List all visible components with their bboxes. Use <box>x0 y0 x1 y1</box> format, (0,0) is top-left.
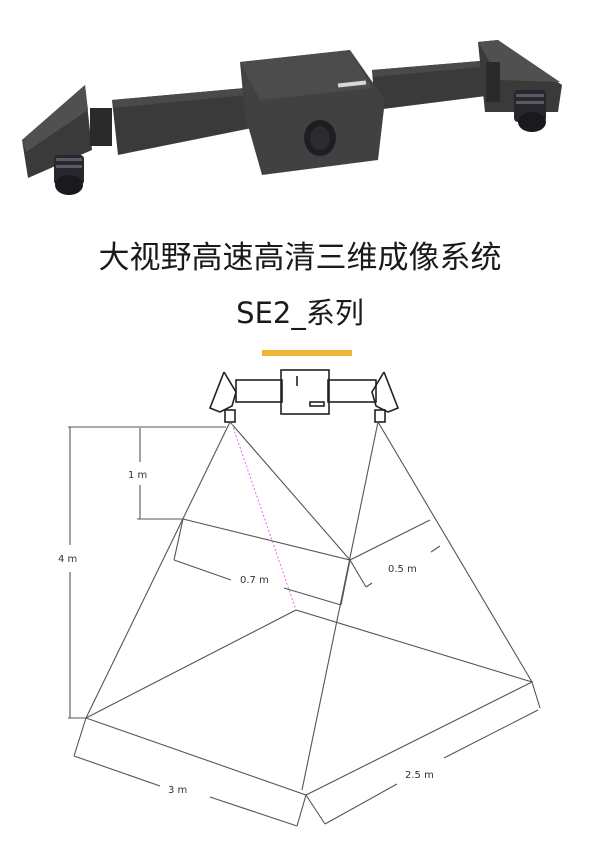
label-far-width: 3 m <box>168 785 187 796</box>
fov-diagram: 1 m 4 m 0.7 m 0.5 m 3 m 2.5 m <box>58 369 541 827</box>
page-title: 大视野高速高清三维成像系统 <box>98 240 502 276</box>
accent-divider <box>262 350 352 356</box>
label-far-depth: 2.5 m <box>405 770 434 781</box>
brand-logo <box>337 80 367 88</box>
label-far-distance: 4 m <box>58 554 77 565</box>
label-near-width: 0.7 m <box>240 575 269 586</box>
product-photo <box>22 40 562 195</box>
right-camera-lens <box>514 90 546 132</box>
projector-ray <box>231 423 297 611</box>
label-near-depth: 0.5 m <box>388 564 417 575</box>
device-schematic <box>208 369 400 423</box>
left-arm <box>112 88 252 155</box>
label-near-distance: 1 m <box>128 470 147 481</box>
left-camera-lens <box>54 155 84 195</box>
series-subtitle: SE2_系列 <box>236 296 364 330</box>
